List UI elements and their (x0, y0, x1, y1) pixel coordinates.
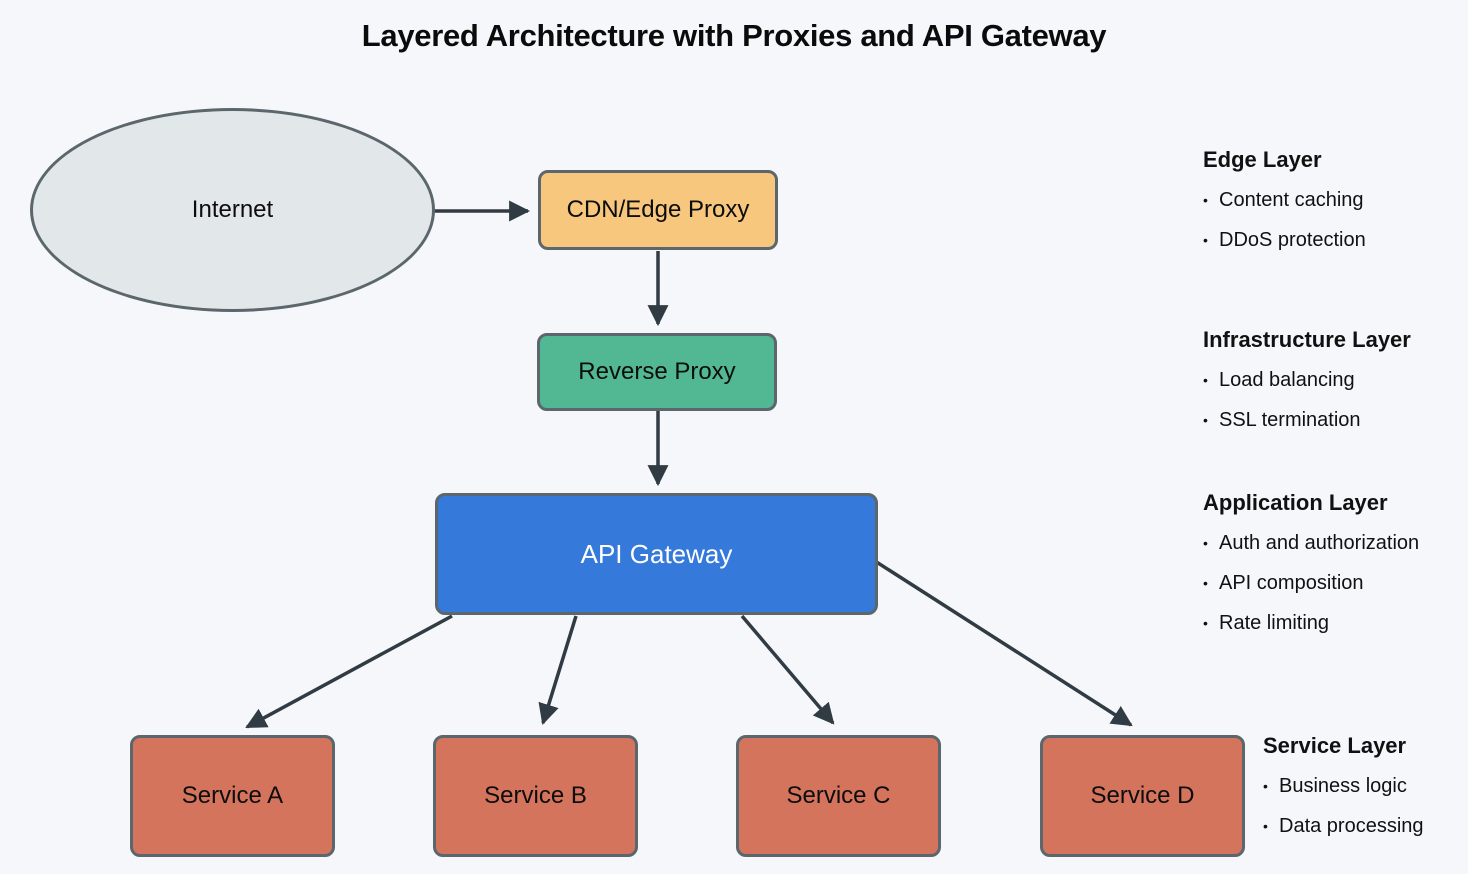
annotation-item-text: Data processing (1279, 814, 1424, 837)
annotation-item: Content caching (1203, 180, 1366, 220)
annotation-item: Rate limiting (1203, 603, 1419, 643)
annotation-item-text: Auth and authorization (1219, 531, 1420, 554)
node-api-gateway: API Gateway (435, 493, 878, 615)
node-cdn-edge-proxy: CDN/Edge Proxy (538, 170, 778, 250)
annotation-heading: Edge Layer (1203, 147, 1322, 172)
annotation-item: Load balancing (1203, 360, 1411, 400)
bullet-icon (1203, 373, 1219, 387)
arrow-gateway-to-service-c (740, 614, 835, 725)
node-service-a-label: Service A (181, 782, 284, 809)
annotation-item: Auth and authorization (1203, 523, 1419, 563)
bullet-icon (1203, 193, 1219, 207)
bullet-icon (1203, 576, 1219, 590)
bullet-icon (1203, 536, 1219, 550)
node-cdn-edge-proxy-label: CDN/Edge Proxy (566, 196, 750, 223)
annotation-heading: Infrastructure Layer (1203, 327, 1411, 352)
annotation-infrastructure-layer: Infrastructure Layer Load balancing SSL … (1203, 326, 1411, 440)
annotation-item-text: API composition (1219, 571, 1364, 594)
annotation-edge-layer: Edge Layer Content caching DDoS protecti… (1203, 146, 1366, 260)
node-service-c-label: Service C (786, 782, 891, 809)
annotation-heading: Application Layer (1203, 490, 1388, 515)
annotation-service-layer: Service Layer Business logic Data proces… (1263, 732, 1424, 846)
annotation-item-text: Rate limiting (1219, 611, 1330, 634)
annotation-item-text: Business logic (1279, 774, 1407, 797)
annotation-item: DDoS protection (1203, 220, 1366, 260)
annotation-item-text: Load balancing (1219, 368, 1355, 391)
node-internet: Internet (30, 108, 435, 312)
bullet-icon (1203, 413, 1219, 427)
node-service-a: Service A (130, 735, 335, 857)
node-service-c: Service C (736, 735, 941, 857)
arrow-gateway-to-service-b (538, 615, 578, 726)
annotation-item: Data processing (1263, 806, 1424, 846)
node-api-gateway-label: API Gateway (580, 538, 733, 569)
bullet-icon (1203, 233, 1219, 247)
bullet-icon (1263, 819, 1279, 833)
annotation-item: Business logic (1263, 766, 1424, 806)
bullet-icon (1203, 616, 1219, 630)
node-service-d-label: Service D (1090, 782, 1195, 809)
node-service-b-label: Service B (484, 782, 587, 809)
node-service-b: Service B (433, 735, 638, 857)
annotation-application-layer: Application Layer Auth and authorization… (1203, 489, 1419, 643)
node-internet-label: Internet (191, 196, 274, 223)
annotation-item: SSL termination (1203, 400, 1411, 440)
node-reverse-proxy: Reverse Proxy (537, 333, 777, 411)
node-service-d: Service D (1040, 735, 1245, 857)
node-reverse-proxy-label: Reverse Proxy (578, 358, 736, 385)
annotation-item-text: SSL termination (1219, 408, 1361, 431)
arrow-gateway-to-service-d (863, 552, 1133, 727)
annotation-item: API composition (1203, 563, 1419, 603)
annotation-item-text: DDoS protection (1219, 228, 1366, 251)
annotation-heading: Service Layer (1263, 733, 1407, 758)
annotation-item-text: Content caching (1219, 188, 1364, 211)
diagram-title: Layered Architecture with Proxies and AP… (361, 18, 1107, 53)
arrow-gateway-to-service-a (245, 614, 453, 729)
bullet-icon (1263, 779, 1279, 793)
